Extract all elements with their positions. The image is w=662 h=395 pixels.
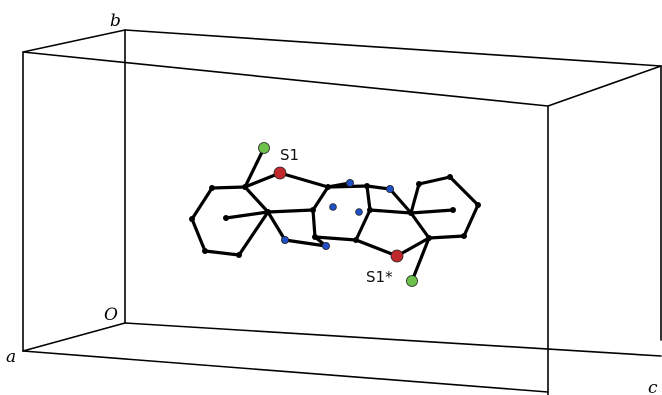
carbon-atom (202, 248, 208, 254)
carbon-atom (223, 215, 229, 221)
carbon-atom (367, 207, 373, 213)
axis-label-b: b (110, 11, 121, 31)
cell-edge (22, 51, 549, 107)
bond (354, 238, 399, 258)
bond (409, 208, 455, 215)
bond (427, 234, 466, 240)
atoms (189, 142, 481, 287)
carbon-atom (209, 185, 215, 191)
bond (409, 182, 421, 215)
carbon-atom (236, 252, 242, 258)
carbon-atom (364, 183, 370, 189)
sulfur-atom (390, 249, 404, 263)
nitrogen-atom (321, 241, 330, 250)
carbon-atom (426, 235, 432, 241)
chlorine-atom (406, 275, 418, 287)
bond (311, 208, 317, 239)
carbon-atom (450, 207, 456, 213)
bonds (190, 146, 480, 283)
bond (190, 186, 214, 221)
nitrogen-atom (345, 178, 354, 187)
molecule (189, 142, 481, 287)
bond (210, 185, 247, 190)
nitrogen-atom (385, 184, 394, 193)
bond (237, 210, 270, 257)
nitrogen-atom (280, 235, 289, 244)
carbon-atom (461, 233, 467, 239)
carbon-atom (242, 184, 248, 190)
atom-label-s1-symmetry: S1* (366, 268, 393, 286)
bond (417, 175, 452, 186)
axis-label-a: a (6, 347, 16, 367)
sulfur-atom (273, 166, 287, 180)
carbon-atom (310, 207, 316, 213)
carbon-atom (353, 237, 359, 243)
carbon-atom (447, 174, 453, 180)
cell-edge (124, 322, 662, 357)
carbon-atom (325, 184, 331, 190)
bond (266, 210, 287, 242)
cell-edge (124, 29, 662, 67)
bond (283, 238, 328, 248)
bond (190, 217, 207, 253)
axis-label-origin: O (104, 305, 118, 325)
bond (243, 146, 266, 189)
bond (224, 210, 270, 220)
axis-label-c: c (648, 378, 658, 395)
bond (278, 171, 330, 189)
bond (388, 187, 413, 215)
carbon-atom (416, 181, 422, 187)
chlorine-atom (258, 142, 270, 154)
bond (410, 236, 431, 283)
bond (354, 208, 372, 242)
bond (243, 185, 270, 214)
carbon-atom (189, 216, 195, 222)
cell-edge (22, 350, 549, 393)
carbon-atom (475, 202, 481, 208)
bond (462, 203, 480, 238)
cell-edge (547, 65, 662, 107)
nitrogen-atom (329, 203, 337, 211)
nitrogen-atom (355, 208, 363, 216)
cell-edge (22, 322, 126, 352)
unit-cell (22, 29, 662, 395)
bond (313, 235, 358, 242)
bond (409, 211, 431, 240)
carbon-atom (265, 209, 271, 215)
atom-label-s1: S1 (280, 146, 299, 164)
bond (368, 208, 413, 215)
carbon-atom (408, 210, 414, 216)
bond (448, 175, 480, 207)
bond (203, 249, 241, 257)
bond (365, 184, 372, 212)
bond (266, 208, 315, 214)
carbon-atom (312, 234, 318, 240)
bond (311, 185, 330, 212)
cell-edge (22, 29, 126, 53)
